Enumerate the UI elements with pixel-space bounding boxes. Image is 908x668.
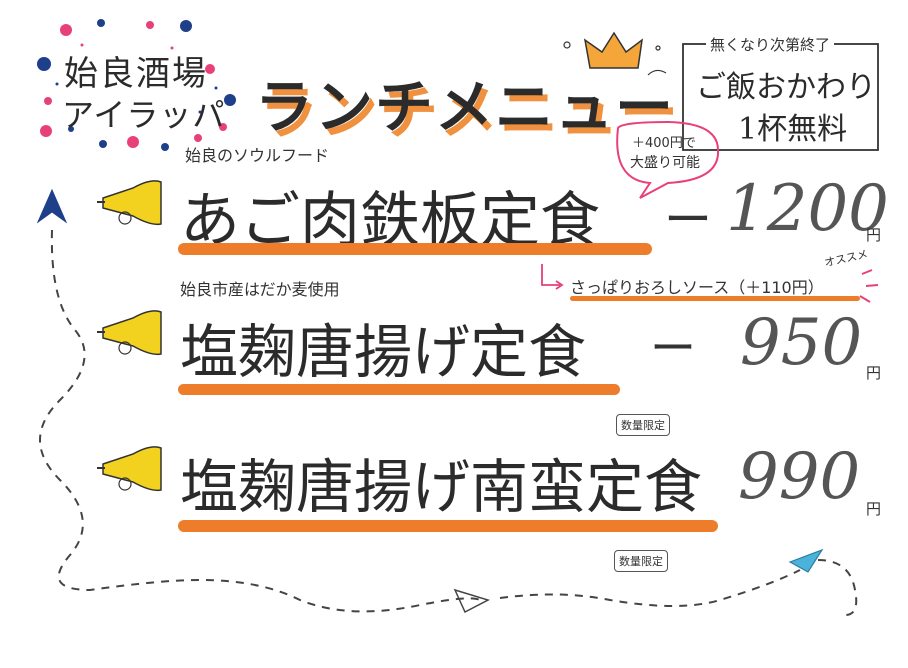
- crown-icon: [563, 31, 667, 76]
- paper-plane-icon: [788, 548, 824, 573]
- item1-option: さっぱりおろしソース（＋110円）: [570, 278, 824, 297]
- item3-name: 塩麹唐揚げ南蛮定食: [180, 453, 703, 521]
- item3-limited-badge: 数量限定: [614, 550, 668, 572]
- item2-unit: 円: [866, 364, 882, 382]
- item3-underline: [178, 520, 718, 532]
- notice-line2: ご飯おかわり: [696, 70, 876, 105]
- bubble-line2: 大盛り可能: [630, 155, 700, 171]
- item1-option-underline: [570, 296, 860, 301]
- trumpet-icon: [97, 446, 162, 492]
- trumpet-icon: [97, 310, 162, 356]
- bubble-outline: [616, 120, 720, 199]
- item2-limited-badge: 数量限定: [616, 414, 670, 436]
- item2-dash: ー: [650, 321, 696, 375]
- item1-dash: ー: [664, 192, 713, 248]
- shop-name-line2: アイラッパ: [62, 96, 226, 134]
- trumpet-icon: [97, 180, 162, 226]
- item2-name: 塩麹唐揚げ定食: [180, 318, 587, 386]
- sparkle-icon: [859, 269, 879, 303]
- item2-price: 950: [740, 306, 863, 380]
- item3-unit: 円: [866, 500, 882, 518]
- arrow-to-option: [541, 264, 560, 286]
- bubble-line1: ＋400円で: [632, 136, 696, 151]
- item1-price: 1200: [726, 172, 889, 246]
- shop-name-line1: 始良酒場: [64, 54, 208, 94]
- notice-line3: 1杯無料: [738, 112, 848, 147]
- dashed-flight-path: [39, 229, 858, 616]
- item1-tagline: 始良のソウルフード: [185, 146, 330, 165]
- confetti-dots: [37, 19, 236, 151]
- item2-underline: [178, 384, 620, 395]
- item3-price: 990: [738, 440, 861, 514]
- paper-plane-icon: [36, 188, 68, 224]
- page-title: ランチメニュー: [255, 73, 676, 141]
- arrow-head-icon: [555, 280, 564, 290]
- item2-tagline: 始良市産はだか麦使用: [180, 280, 340, 299]
- item1-unit: 円: [866, 226, 882, 244]
- item1-underline: [178, 243, 652, 255]
- paper-plane-icon: [453, 588, 490, 614]
- notice-line1: 無くなり次第終了: [706, 34, 835, 55]
